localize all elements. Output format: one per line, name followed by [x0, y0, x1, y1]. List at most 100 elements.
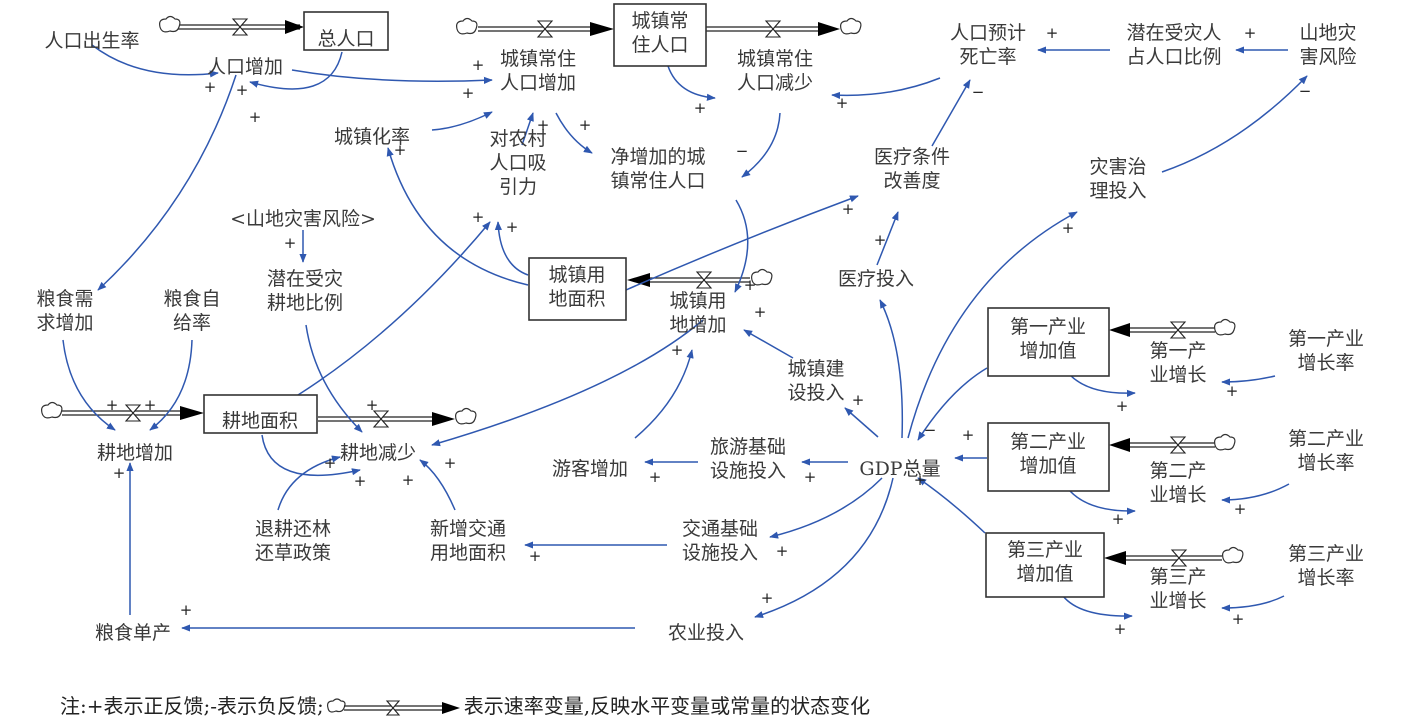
- node-grain-yield[interactable]: 粮食单产: [95, 622, 171, 644]
- positive-sign: +: [754, 303, 767, 321]
- negative-sign: −: [736, 142, 749, 160]
- stock-urban-pop-box[interactable]: [613, 3, 707, 67]
- node-gdp[interactable]: GDP总量: [859, 458, 940, 480]
- node-total-pop[interactable]: 总人口: [317, 28, 374, 50]
- node-label-line: 改善度: [883, 170, 940, 192]
- polarity-signs: +++++++++−++−−+++++++++++++++++++++++++−…: [106, 24, 1312, 638]
- node-label-line: 人口预计: [950, 22, 1026, 44]
- positive-sign: +: [506, 218, 519, 236]
- node-label-line: 人口增加: [500, 72, 576, 94]
- stock-farmland-box[interactable]: [203, 394, 318, 434]
- node-farmland-decrease[interactable]: 耕地减少: [340, 442, 416, 464]
- link-urban-construction-to-urban-land-increase: [743, 329, 794, 359]
- node-birth-rate[interactable]: 人口出生率: [44, 30, 139, 52]
- node-label-line: 第二产: [1149, 460, 1206, 482]
- node-farmland-increase[interactable]: 耕地增加: [97, 442, 173, 464]
- node-label-line: 增加值: [1019, 340, 1076, 362]
- flow-farmland-increase: [41, 401, 204, 422]
- node-label-line: 灾害治: [1089, 156, 1146, 178]
- node-label-line: 游客增加: [552, 458, 628, 480]
- stock-total-pop-box[interactable]: [303, 11, 389, 51]
- node-urbanization-rate[interactable]: 城镇化率: [334, 126, 410, 148]
- node-label-line: 住人口: [631, 34, 688, 56]
- source-cloud-icon: [1222, 546, 1244, 564]
- positive-sign: +: [852, 391, 865, 409]
- node-label-line: 镇常住人口: [610, 170, 705, 192]
- flow-tertiary-growth: [1104, 546, 1244, 567]
- link-primary-to-gdp: [917, 367, 988, 441]
- node-mountain-risk[interactable]: 山地灾害风险: [1299, 22, 1356, 68]
- source-cloud-icon: [456, 17, 478, 35]
- positive-sign: +: [462, 84, 475, 102]
- valve-icon: [231, 18, 249, 36]
- node-label-line: GDP总量: [859, 458, 940, 480]
- positive-sign: +: [402, 471, 415, 489]
- node-medical-invest[interactable]: 医疗投入: [838, 268, 914, 290]
- node-mountain-risk-shadow[interactable]: <山地灾害风险>: [230, 208, 376, 230]
- positive-sign: +: [113, 464, 126, 482]
- node-label-line: 城镇常住: [500, 48, 576, 70]
- source-cloud-icon: [1214, 318, 1236, 336]
- link-policy-to-decrease: [277, 455, 341, 511]
- positive-sign: +: [472, 56, 485, 74]
- link-medical-invest-to-medical: [876, 211, 899, 266]
- positive-sign: +: [537, 116, 550, 134]
- node-agri-invest[interactable]: 农业投入: [668, 622, 744, 644]
- positive-sign: +: [649, 468, 662, 486]
- positive-sign: +: [1116, 397, 1129, 415]
- stock-primary-value-box[interactable]: [987, 307, 1110, 377]
- node-label-line: 人口增加: [207, 56, 283, 78]
- flow-secondary-growth: [1109, 433, 1236, 454]
- positive-sign: +: [249, 108, 262, 126]
- positive-sign: +: [1046, 24, 1059, 42]
- stock-secondary-value-box[interactable]: [987, 422, 1110, 492]
- positive-sign: +: [354, 472, 367, 490]
- positive-sign: +: [1226, 382, 1239, 400]
- flow-pop-increase: [159, 15, 304, 36]
- stock-tertiary-value-box[interactable]: [985, 532, 1105, 598]
- node-label-line: 地面积: [548, 288, 605, 310]
- node-pop-increase[interactable]: 人口增加: [207, 56, 283, 78]
- positive-sign: +: [1114, 620, 1127, 638]
- positive-sign: +: [444, 454, 457, 472]
- positive-sign: +: [1232, 610, 1245, 628]
- node-label-line: 耕地减少: [340, 442, 416, 464]
- node-farmland[interactable]: 耕地面积: [222, 410, 298, 432]
- node-label-line: <山地灾害风险>: [230, 208, 376, 230]
- node-label-line: 农业投入: [668, 622, 744, 644]
- link-pop-increase-to-urban-pop-increase: [291, 69, 493, 84]
- node-label-line: 业增长: [1149, 364, 1206, 386]
- positive-sign: +: [836, 94, 849, 112]
- stock-urban-land-box[interactable]: [528, 257, 627, 321]
- node-label-line: 粮食需: [36, 288, 93, 310]
- node-tourist-increase[interactable]: 游客增加: [552, 458, 628, 480]
